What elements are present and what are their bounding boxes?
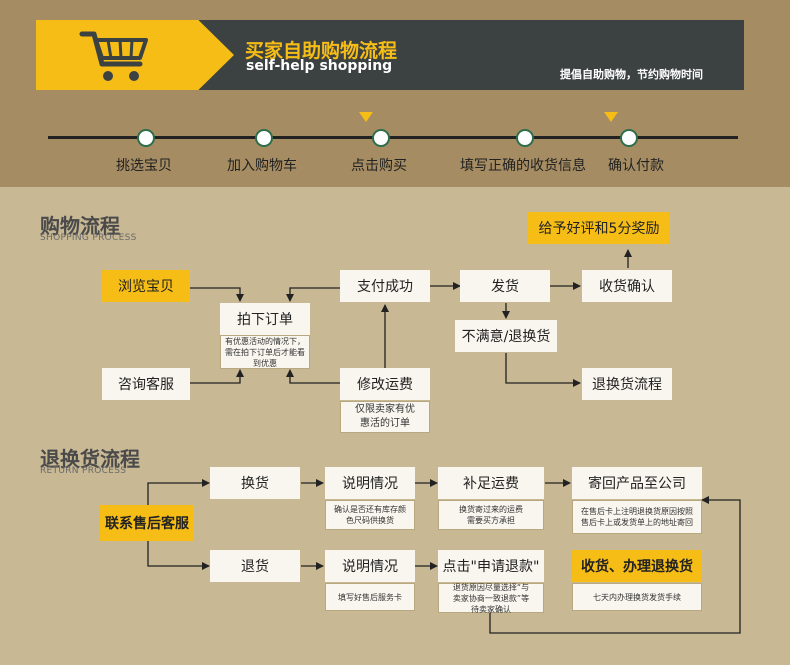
add-freight-note: 换货寄过来的运费需要买方承担: [438, 500, 544, 530]
shopping-section-title: 购物流程: [40, 214, 120, 238]
timeline-node: [137, 129, 155, 147]
timeline-node: [255, 129, 273, 147]
banner-subtitle: self-help shopping: [246, 58, 393, 74]
reward-node: 给予好评和5分奖励: [528, 212, 670, 244]
timeline-node: [372, 129, 390, 147]
timeline-line: [48, 136, 738, 139]
return-section-title: 退换货流程: [40, 447, 140, 471]
modify-freight-note: 仅限卖家有优惠活的订单: [340, 401, 430, 433]
contact-service-node: 联系售后客服: [100, 505, 194, 541]
timeline-step: 点击购买: [351, 158, 407, 174]
refund-node: 退货: [210, 550, 300, 582]
timeline-node: [620, 129, 638, 147]
modify-freight-node: 修改运费: [340, 368, 430, 400]
unsatisfied-node: 不满意/退换货: [455, 320, 557, 352]
ship-node: 发货: [460, 270, 550, 302]
explain-note: 确认是否还有库存颜色尺码供换货: [325, 500, 415, 530]
apply-refund-note: 退货原因尽量选择“与卖家协商一致退款”等待卖家确认: [438, 583, 544, 614]
browse-node: 浏览宝贝: [102, 270, 190, 302]
add-freight-node: 补足运费: [438, 467, 544, 499]
banner-title: 买家自助购物流程: [245, 40, 398, 62]
exchange-flow-node: 退换货流程: [582, 368, 672, 400]
order-node: 拍下订单: [220, 303, 310, 335]
apply-refund-node: 点击"申请退款": [438, 550, 544, 582]
paid-node: 支付成功: [340, 270, 430, 302]
timeline-step: 加入购物车: [227, 158, 297, 174]
consult-node: 咨询客服: [102, 368, 190, 400]
triangle-marker-icon: [604, 112, 618, 122]
timeline-node: [516, 129, 534, 147]
send-back-node: 寄回产品至公司: [572, 467, 702, 499]
explain-note: 填写好售后服务卡: [325, 583, 415, 611]
shopping-cart-icon: [79, 31, 148, 81]
explain-node: 说明情况: [325, 550, 415, 582]
confirm-receipt-node: 收货确认: [582, 270, 672, 302]
timeline-step: 填写正确的收货信息: [460, 158, 586, 174]
explain-node: 说明情况: [325, 467, 415, 499]
banner-slogan: 提倡自助购物，节约购物时间: [560, 68, 703, 81]
receive-exchange-node: 收货、办理退换货: [572, 550, 702, 582]
triangle-marker-icon: [359, 112, 373, 122]
receive-exchange-note: 七天内办理换货发货手续: [572, 583, 702, 611]
timeline-step: 挑选宝贝: [116, 158, 172, 174]
order-note: 有优惠活动的情况下，需在拍下订单后才能看到优惠: [220, 335, 310, 369]
exchange-node: 换货: [210, 467, 300, 499]
shopping-section-subtitle: SHOPPING PROCESS: [40, 233, 137, 243]
send-back-note: 在售后卡上注明退换货原因按照售后卡上或发货单上的地址寄回: [572, 500, 702, 534]
return-section-subtitle: RETURN PROCESS: [40, 466, 127, 476]
timeline-step: 确认付款: [608, 158, 664, 174]
